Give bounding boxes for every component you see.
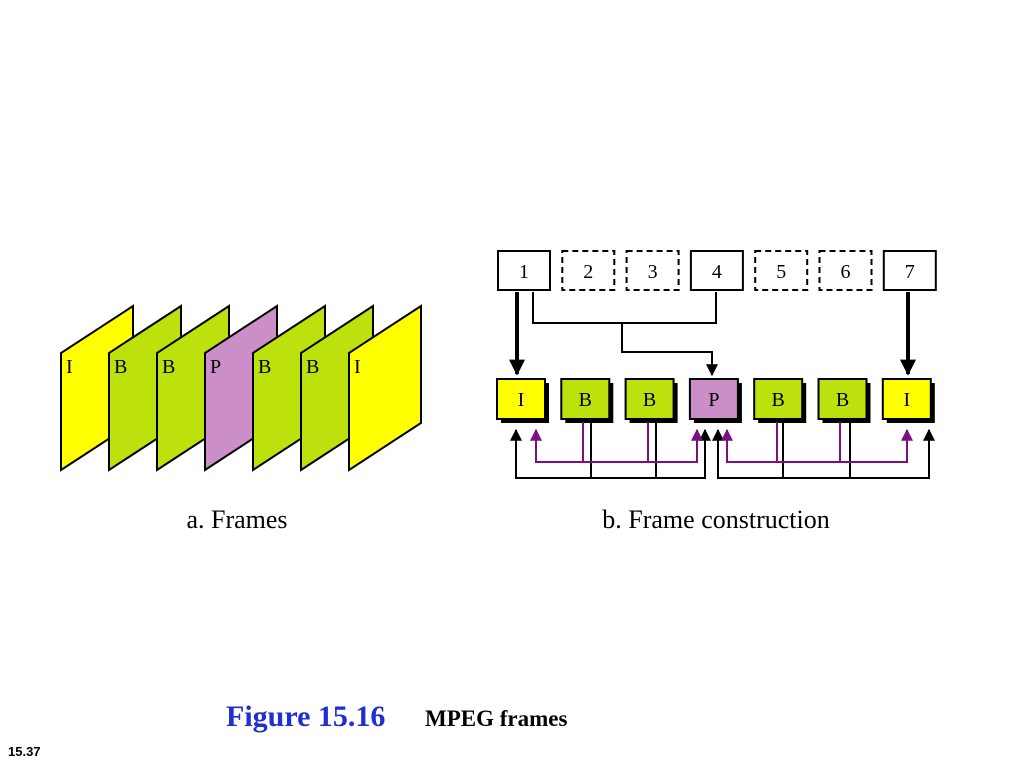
- source-frame-label: 6: [841, 261, 851, 283]
- source-frame-label: 1: [519, 261, 529, 283]
- source-frame-label: 4: [712, 261, 722, 283]
- encoded-frame-label: B: [836, 389, 849, 411]
- encoded-frame-B: [817, 378, 868, 420]
- ref-arrow-B4-to-I: [850, 428, 935, 479]
- slide-number: 15.37: [8, 744, 41, 759]
- frames-caption: a. Frames: [186, 505, 287, 534]
- encoded-frame-I: [496, 378, 546, 420]
- figure-title: MPEG frames: [425, 706, 568, 731]
- ref-arrow-B3-to-P: [712, 422, 784, 479]
- frame-panel-label: I: [354, 356, 361, 378]
- frame-panel-label: B: [258, 356, 271, 378]
- encoded-frame-label: B: [772, 389, 785, 411]
- source-frame-2: [561, 250, 616, 291]
- frame-panel-label: I: [66, 356, 73, 378]
- bracket-1-4-to-P: [532, 292, 717, 324]
- reference-connectors: [509, 292, 916, 377]
- source-frame-label: 7: [905, 261, 915, 283]
- figure-number: Figure 15.16: [226, 700, 386, 733]
- encoded-frame-label: I: [518, 389, 525, 411]
- source-frame-label: 3: [648, 261, 658, 283]
- source-frame-4: [689, 250, 744, 291]
- ref-arrow-B2-to-P: [656, 428, 711, 479]
- bracket-to-P-arrow: [621, 323, 718, 377]
- encoded-frame-I: [881, 378, 932, 420]
- source-frame-3: [625, 250, 680, 291]
- encoded-frame-P: [688, 378, 739, 420]
- encoded-frame-label: B: [643, 389, 656, 411]
- source-frame-row: 1 2 3 4 5 6 7: [497, 250, 937, 291]
- purple-arrow-B1-to-I: [530, 422, 584, 463]
- encoded-frame-B: [624, 378, 675, 420]
- source-frame-5: [754, 250, 809, 291]
- encoded-frame-B: [560, 378, 611, 420]
- source-frame-6: [818, 250, 873, 291]
- prediction-arrows: [510, 422, 935, 479]
- frame-panel-label: B: [162, 356, 175, 378]
- source-frame-1: [497, 250, 551, 291]
- purple-arrow-B3-to-P: [721, 422, 778, 463]
- frame-panel-label: B: [114, 356, 127, 378]
- frame-panel-label: P: [210, 356, 221, 378]
- purple-arrow-B3-to-I: [777, 428, 913, 463]
- encoded-frame-B: [753, 378, 804, 420]
- source-frame-7: [882, 250, 937, 291]
- ref-arrow-B2-to-I: [591, 422, 657, 479]
- frame-panel-I: [348, 304, 422, 472]
- encoded-frame-label: B: [579, 389, 592, 411]
- ref-arrow-B1-to-I: [510, 422, 592, 479]
- frame-panel-label: B: [306, 356, 319, 378]
- purple-arrow-B1-to-P: [583, 428, 703, 463]
- encoded-frame-label: P: [708, 389, 719, 411]
- frame-construction-caption: b. Frame construction: [602, 505, 829, 534]
- source-frame-label: 5: [776, 261, 786, 283]
- encoded-frame-label: I: [903, 389, 910, 411]
- source-frame-label: 2: [583, 261, 593, 283]
